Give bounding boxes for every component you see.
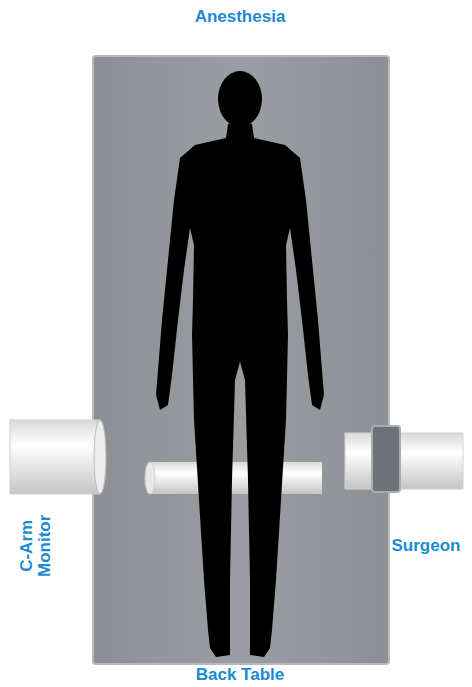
- patient-silhouette: [156, 71, 324, 657]
- c-arm-monitor-label: C-Arm Monitor: [18, 505, 54, 587]
- back-table-label: Back Table: [140, 666, 340, 684]
- surgeon-label: Surgeon: [381, 537, 471, 555]
- c-arm-monitor: [10, 420, 106, 494]
- operating-table: [93, 56, 389, 664]
- c-arm-detector: [145, 462, 322, 494]
- c-arm-source: [345, 426, 463, 492]
- anesthesia-label: Anesthesia: [140, 8, 340, 26]
